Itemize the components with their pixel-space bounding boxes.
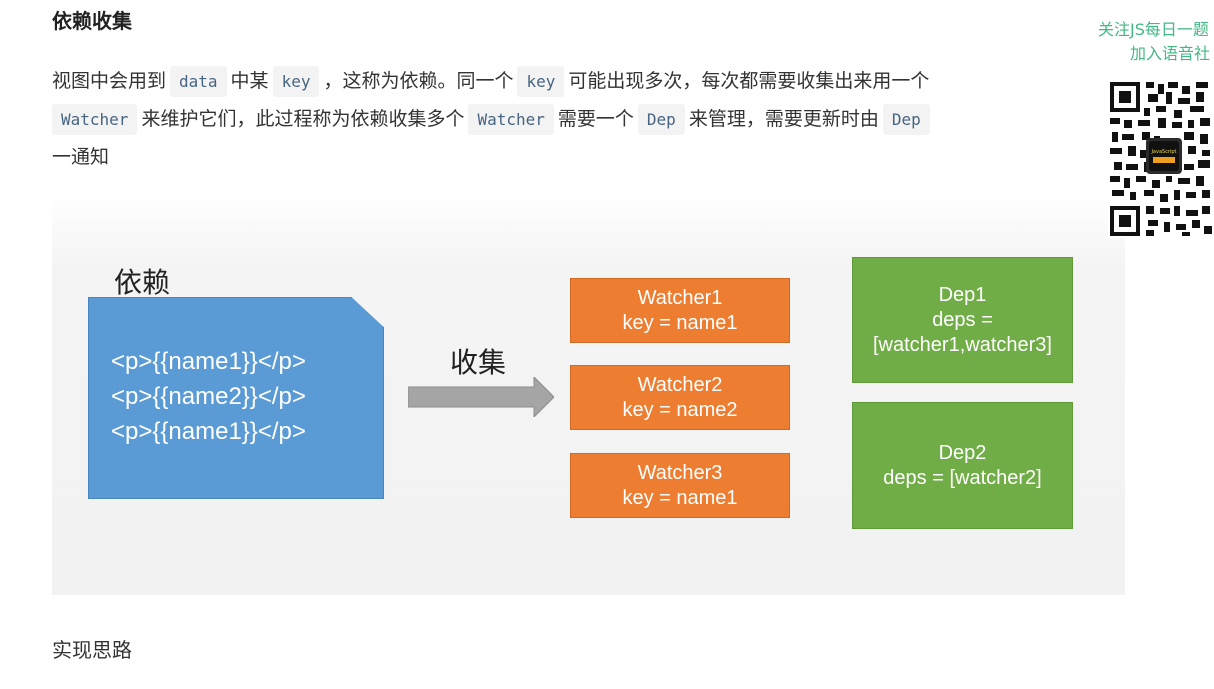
qr-code-graphic: JavaScript <box>1108 80 1214 238</box>
inline-code: Watcher <box>52 104 138 135</box>
qr-center-logo-text: JavaScript <box>1150 149 1176 155</box>
text-segment: ，这称为依赖。同一个 <box>323 70 514 92</box>
next-section-title: 实现思路 <box>52 638 132 662</box>
paragraph-line-3: 一通知 <box>52 138 1092 176</box>
watcher-box-1: Watcher1 key = name1 <box>570 278 790 343</box>
dependency-label: 依赖 <box>114 266 171 299</box>
join-text[interactable]: 加入语音社 <box>1130 44 1211 63</box>
watcher-name: Watcher1 <box>637 286 723 309</box>
inline-code: data <box>170 66 227 97</box>
watcher-box-3: Watcher3 key = name1 <box>570 453 790 518</box>
dep-name: Dep1 <box>938 283 987 306</box>
inline-code: Watcher <box>468 104 554 135</box>
inline-code: key <box>517 66 565 97</box>
text-segment: 一通知 <box>52 146 110 168</box>
watcher-box-2: Watcher2 key = name2 <box>570 365 790 430</box>
watcher-key: key = name2 <box>622 398 738 421</box>
text-segment: 视图中会用到 <box>52 70 167 92</box>
watcher-key: key = name1 <box>622 486 738 509</box>
text-segment: 来维护它们，此过程称为依赖收集多个 <box>141 108 465 130</box>
text-segment: 可能出现多次，每次都需要收集出来用一个 <box>568 70 930 92</box>
text-segment: 中某 <box>230 70 269 92</box>
template-line: <p>{{name1}}</p> <box>111 348 306 375</box>
inline-code: Dep <box>882 104 930 135</box>
section-heading: 依赖收集 <box>52 9 132 33</box>
dependency-collection-diagram: 依赖 <p>{{name1}}</p> <p>{{name2}}</p> <p>… <box>52 195 1125 595</box>
dep-list: deps = <box>932 308 993 331</box>
dep-box-2: Dep2 deps = [watcher2] <box>852 402 1073 529</box>
qr-code-icon: JavaScript <box>1108 80 1214 238</box>
inline-code: key <box>272 66 320 97</box>
watcher-name: Watcher2 <box>637 373 723 396</box>
follow-sidebar: 关注JS每日一题 加入语音社 <box>1094 18 1214 66</box>
watcher-key: key = name1 <box>622 311 738 334</box>
inline-code: Dep <box>637 104 685 135</box>
text-segment: 需要一个 <box>557 108 634 130</box>
text-segment: 来管理，需要更新时由 <box>688 108 879 130</box>
watcher-name: Watcher3 <box>637 461 723 484</box>
follow-text[interactable]: 关注JS每日一题 <box>1098 20 1209 39</box>
collect-arrow-icon <box>408 377 554 417</box>
template-line: <p>{{name1}}</p> <box>111 418 306 445</box>
collect-label: 收集 <box>450 346 507 379</box>
dep-list: deps = [watcher2] <box>883 466 1042 489</box>
dep-name: Dep2 <box>938 441 987 464</box>
template-line: <p>{{name2}}</p> <box>111 383 306 410</box>
dep-list: [watcher1,watcher3] <box>873 333 1052 356</box>
template-document-shape: <p>{{name1}}</p> <p>{{name2}}</p> <p>{{n… <box>88 297 384 499</box>
dep-box-1: Dep1 deps = [watcher1,watcher3] <box>852 257 1073 383</box>
